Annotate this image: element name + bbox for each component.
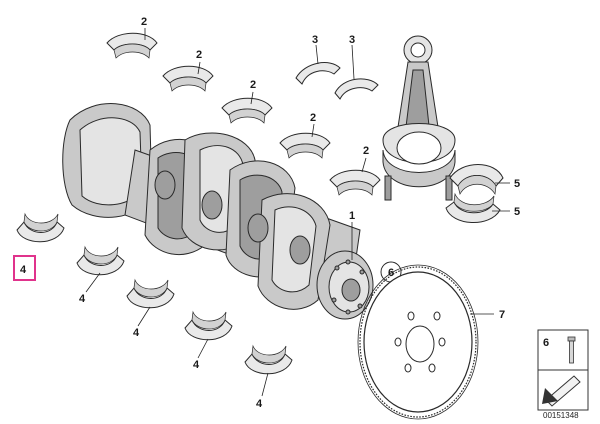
thrust-washers[interactable] xyxy=(295,62,379,100)
crankshaft[interactable] xyxy=(62,103,374,320)
bolt-icon xyxy=(567,336,576,364)
connecting-rod[interactable] xyxy=(382,35,456,201)
legend-label: 6 xyxy=(543,337,549,349)
callout-lower-main-bearing-highlighted[interactable]: 4 xyxy=(20,264,27,276)
arrow-icon xyxy=(542,375,581,407)
legend-panel: 6 xyxy=(537,329,589,411)
callout-main-bearing-4[interactable]: 2 xyxy=(310,112,316,124)
callout-main-bearing-1[interactable]: 2 xyxy=(141,16,147,28)
lower-main-bearing-shells[interactable] xyxy=(16,212,293,375)
callout-lower-main-bearing-3[interactable]: 4 xyxy=(133,327,140,339)
callout-con-rod-bearing-1[interactable]: 5 xyxy=(514,178,520,190)
leader-lines xyxy=(85,28,510,397)
callout-con-rod-bearing-2[interactable]: 5 xyxy=(514,206,520,218)
callout-thrust-washer-2[interactable]: 3 xyxy=(349,34,355,46)
callout-thrust-washer-1[interactable]: 3 xyxy=(312,34,318,46)
highlight-box xyxy=(13,255,36,281)
callout-main-bearing-5[interactable]: 2 xyxy=(363,145,369,157)
callout-bolt[interactable]: 6 xyxy=(388,267,394,279)
con-rod-bearing-shells[interactable] xyxy=(445,164,504,223)
callout-main-bearing-3[interactable]: 2 xyxy=(250,79,256,91)
callout-lower-main-bearing-5[interactable]: 4 xyxy=(256,398,263,410)
callout-main-bearing-2[interactable]: 2 xyxy=(196,49,202,61)
callout-crankshaft[interactable]: 1 xyxy=(349,210,355,222)
callout-increment-wheel[interactable]: 7 xyxy=(499,309,505,321)
increment-wheel[interactable] xyxy=(357,264,479,420)
document-number: 00151348 xyxy=(543,411,579,420)
main-bearing-shells[interactable] xyxy=(106,32,381,196)
callout-lower-main-bearing-4[interactable]: 4 xyxy=(193,359,200,371)
callout-lower-main-bearing-2[interactable]: 4 xyxy=(79,293,86,305)
